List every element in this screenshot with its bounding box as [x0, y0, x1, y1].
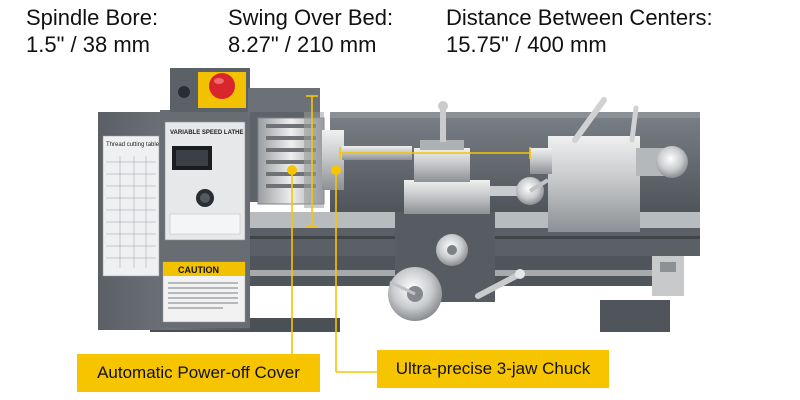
tailstock-handwheel[interactable] [656, 146, 688, 178]
carriage-handwheel[interactable] [436, 234, 468, 266]
spec-value: 1.5" / 38 mm [26, 32, 150, 57]
apron-feed-handwheel[interactable] [388, 267, 442, 321]
tailstock [530, 97, 688, 232]
caution-label: CAUTION [178, 265, 219, 275]
caution-plate: CAUTION [162, 261, 246, 323]
spec-label: Distance Between Centers: [446, 5, 713, 30]
spec-value: 8.27" / 210 mm [228, 32, 377, 57]
cross-slide-handwheel[interactable] [490, 177, 550, 205]
tool-post-lever[interactable] [440, 108, 446, 142]
spec-spindle-bore: Spindle Bore: 1.5" / 38 mm [26, 4, 158, 58]
callout-three-jaw-chuck: Ultra-precise 3-jaw Chuck [377, 350, 609, 388]
control-panel: VARIABLE SPEED LATHE [164, 121, 246, 241]
thread-cutting-chart: Thread cutting table [102, 135, 160, 277]
half-nut-lever[interactable] [475, 269, 525, 299]
panel-title: VARIABLE SPEED LATHE [170, 130, 243, 136]
power-switch[interactable] [178, 86, 190, 98]
tailstock-lock-lever[interactable] [572, 97, 607, 143]
lead-screw-bearing [652, 256, 684, 296]
callout-power-off-cover: Automatic Power-off Cover [77, 354, 320, 392]
thread-table-title: Thread cutting table [106, 142, 160, 148]
spec-distance-between-centers: Distance Between Centers: 15.75" / 400 m… [446, 4, 713, 58]
estop-button[interactable] [209, 73, 235, 99]
spec-label: Spindle Bore: [26, 5, 159, 30]
spec-value: 15.75" / 400 mm [446, 32, 607, 57]
measurement-lines [306, 95, 531, 227]
spec-label: Swing Over Bed: [228, 5, 394, 30]
callout-leaders [287, 165, 377, 373]
power-off-cover[interactable] [257, 112, 325, 208]
emergency-stop[interactable] [170, 68, 250, 112]
spec-swing-over-bed: Swing Over Bed: 8.27" / 210 mm [228, 4, 393, 58]
